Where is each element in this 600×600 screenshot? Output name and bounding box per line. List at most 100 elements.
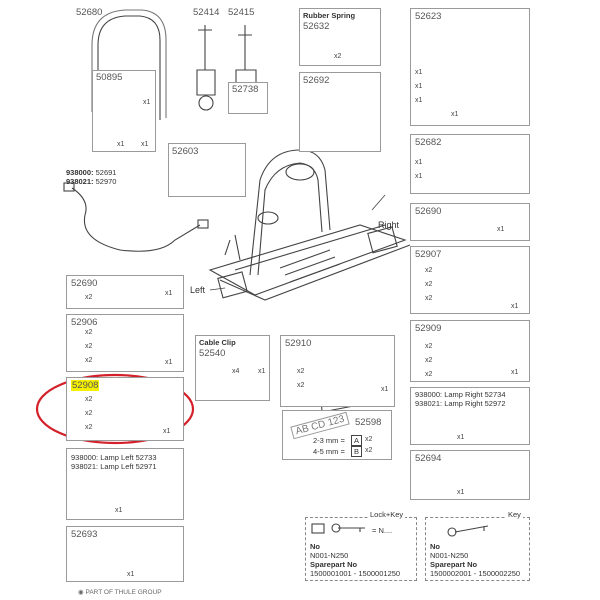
qty-label: x1 — [141, 141, 149, 148]
arm-52414-drawing — [196, 25, 216, 96]
qty-label: x2 — [365, 447, 373, 454]
qty-label: x2 — [85, 410, 93, 417]
thule-logo-icon: ◉ — [78, 589, 84, 596]
footer-thule: ◉ PART OF THULE GROUP — [78, 588, 162, 596]
lamp-right-b: 938021: Lamp Right 52972 — [415, 399, 506, 408]
rubber-spring-title: Rubber Spring — [303, 11, 356, 20]
bar-52680-drawing — [97, 15, 161, 120]
key-sparepart-label: Sparepart No — [430, 560, 478, 569]
box-lamp-left: 938000: Lamp Left 52733 938021: Lamp Lef… — [66, 448, 184, 520]
qty-label: x2 — [297, 382, 305, 389]
box-52910: 52910 x2 x2 x1 — [280, 335, 395, 407]
qty-label: x2 — [85, 329, 93, 336]
part-number-52680: 52680 — [76, 7, 103, 18]
part-number-52693: 52693 — [71, 529, 98, 540]
qty-label: x1 — [415, 69, 423, 76]
lock-key-title: Lock+Key — [368, 510, 406, 519]
part-number-52415: 52415 — [228, 7, 255, 18]
box-52908: 52908 x2 x2 x2 x1 — [66, 377, 184, 441]
right-label: Right — [378, 220, 400, 230]
qty-label: x1 — [258, 368, 266, 375]
qty-label: x2 — [85, 357, 93, 364]
part-number-52692: 52692 — [303, 75, 330, 86]
qty-label: x1 — [497, 226, 505, 233]
part-number-52632: 52632 — [303, 21, 330, 32]
qty-label: x2 — [365, 436, 373, 443]
qty-label: x2 — [85, 424, 93, 431]
qty-label: x2 — [425, 343, 433, 350]
part-number-52623: 52623 — [415, 11, 442, 22]
lamp-left-a: 938000: Lamp Left 52733 — [71, 453, 157, 462]
box-50895: 50895 x1 x1 x1 — [92, 70, 156, 152]
key-no-label: No — [430, 542, 440, 551]
lamp-right-a: 938000: Lamp Right 52734 — [415, 390, 506, 399]
qty-label: x1 — [381, 386, 389, 393]
spare-key-drawing — [454, 525, 489, 533]
qty-label: x1 — [415, 83, 423, 90]
key-code: N001-N250 — [430, 551, 469, 560]
lock-sparepart-label: Sparepart No — [310, 560, 358, 569]
qty-label: x2 — [297, 368, 305, 375]
lamp-code-row-b: 938021: 52970 — [66, 177, 116, 186]
lamp-value-a: 52691 — [95, 168, 117, 177]
box-52693: 52693 x1 — [66, 526, 184, 582]
mm-a-letter: A — [351, 435, 363, 446]
box-lamp-right: 938000: Lamp Right 52734 938021: Lamp Ri… — [410, 387, 530, 445]
qty-label: x2 — [425, 281, 433, 288]
part-number-52690-right: 52690 — [415, 206, 442, 217]
qty-label: x2 — [425, 295, 433, 302]
qty-label: x1 — [457, 489, 465, 496]
lock-no-label: No — [310, 542, 320, 551]
arm-52415-drawing — [235, 25, 257, 91]
qty-label: x2 — [425, 371, 433, 378]
lamp-code-row-a: 938000: 52691 — [66, 168, 116, 177]
qty-label: x2 — [334, 53, 342, 60]
lamp-code-b: 938021: — [66, 177, 94, 186]
lamp-code-a: 938000: — [66, 168, 94, 177]
qty-label: x1 — [511, 369, 519, 376]
part-number-50895: 50895 — [96, 72, 123, 83]
mm-a-label: 2-3 mm = — [313, 436, 345, 445]
qty-label: x2 — [425, 357, 433, 364]
box-52598: 52598 AB CD 123 2-3 mm = A x2 4-5 mm = B… — [282, 410, 392, 460]
lamp-left-b: 938021: Lamp Left 52971 — [71, 462, 157, 471]
box-rubber-spring: Rubber Spring 52632 x2 — [299, 8, 381, 66]
qty-label: x1 — [127, 571, 135, 578]
box-52682: 52682 x1 x1 — [410, 134, 530, 194]
qty-label: x1 — [511, 303, 519, 310]
part-number-52906: 52906 — [71, 317, 98, 328]
box-52603: 52603 — [168, 143, 246, 197]
part-number-52908-wrap: 52908 — [71, 380, 100, 391]
part-number-52540: 52540 — [199, 348, 226, 359]
lamp-value-b: 52970 — [95, 177, 117, 186]
mm-b-letter: B — [351, 446, 363, 457]
lock-equals: = N.... — [372, 526, 393, 535]
key-title: Key — [506, 510, 523, 519]
qty-label: x1 — [451, 111, 459, 118]
qty-label: x1 — [415, 173, 423, 180]
qty-label: x1 — [165, 359, 173, 366]
part-number-52682: 52682 — [415, 137, 442, 148]
box-lock-key: Lock+Key = N.... No N001-N250 Sparepart … — [305, 510, 417, 581]
box-52907: 52907 x2 x2 x2 x1 — [410, 246, 530, 314]
qty-label: x2 — [425, 267, 433, 274]
lock-barrel-drawing — [311, 523, 325, 534]
mm-b-label: 4-5 mm = — [313, 447, 345, 456]
box-cable-clip: Cable Clip 52540 x4 x1 — [195, 335, 270, 401]
footer-text: PART OF THULE GROUP — [85, 589, 162, 596]
qty-label: x2 — [85, 294, 93, 301]
cable-harness-drawing — [71, 187, 201, 252]
qty-label: x4 — [232, 368, 240, 375]
bike-carrier-main-drawing — [208, 149, 411, 301]
box-52692: 52692 — [299, 72, 381, 152]
part-number-52907: 52907 — [415, 249, 442, 260]
box-52690-left: 52690 x2 x1 — [66, 275, 184, 309]
part-number-52598: 52598 — [355, 417, 382, 428]
qty-label: x2 — [85, 343, 93, 350]
qty-label: x1 — [143, 99, 151, 106]
part-number-52603: 52603 — [172, 146, 199, 157]
part-number-52908: 52908 — [71, 380, 100, 391]
qty-label: x2 — [85, 396, 93, 403]
box-52694: 52694 x1 — [410, 450, 530, 500]
qty-label: x1 — [415, 97, 423, 104]
